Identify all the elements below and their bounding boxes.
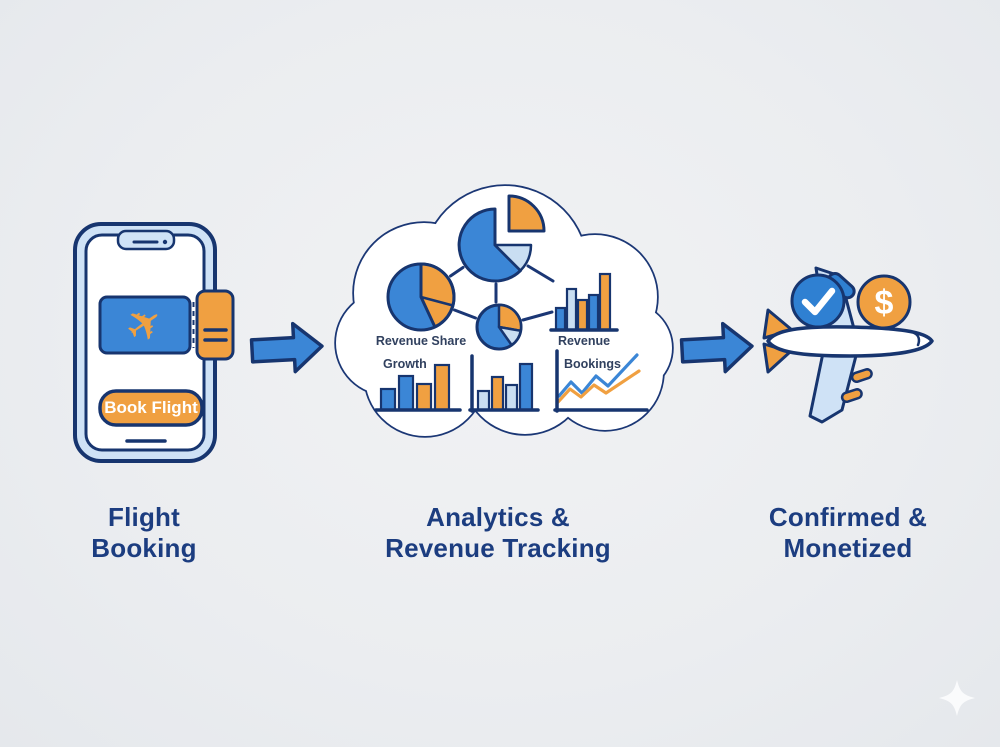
sparkle-watermark-icon	[939, 680, 975, 716]
pie-network-connectors	[449, 264, 555, 322]
bookings-label: Bookings	[564, 357, 621, 371]
bookings-line-blue	[557, 353, 639, 398]
pie-slice-orange-exploded	[507, 194, 546, 233]
book-flight-button: Book Flight	[98, 389, 204, 427]
mini-bar	[576, 298, 589, 332]
analytics-cloud: Revenue Share Revenue Growth Bookings	[334, 184, 674, 438]
revenue-label: Revenue	[558, 334, 610, 348]
step-label-analytics: Analytics & Revenue Tracking	[348, 502, 648, 564]
step-label-line: Analytics &	[426, 502, 570, 532]
mini-bar	[379, 387, 397, 412]
phone-camera-dot	[162, 239, 168, 245]
checkmark-icon	[801, 287, 836, 316]
step-label-line: Confirmed &	[768, 502, 928, 532]
mini-bar	[504, 383, 519, 412]
arrow-right-icon	[249, 321, 324, 374]
pie-chart-revenue-share	[386, 262, 456, 332]
mini-bar	[554, 306, 567, 332]
revenue-bar-chart	[554, 272, 612, 332]
pie-chart-center	[475, 303, 523, 351]
mini-bar	[415, 382, 433, 412]
book-flight-button-label: Book Flight	[104, 398, 198, 417]
dollar-badge: $	[856, 274, 912, 330]
phone-notch	[116, 229, 176, 251]
check-badge-circle	[790, 273, 846, 329]
flight-ticket: ✈	[98, 289, 235, 361]
plane-cockpit	[912, 331, 921, 347]
mini-bar	[490, 375, 505, 412]
mini-bar	[476, 389, 491, 412]
mini-bar	[518, 362, 534, 412]
ticket-stub	[195, 289, 235, 361]
pie-divider	[420, 295, 454, 307]
pie-slice-pale	[493, 243, 533, 272]
pie-slice-orange	[497, 303, 523, 333]
step-label-line: Flight	[108, 502, 180, 532]
pie-chart-top	[457, 194, 546, 283]
step-label-confirmed: Confirmed & Monetized	[718, 502, 978, 564]
mini-bar	[587, 293, 600, 332]
plane-engine	[850, 368, 873, 383]
step-label-flight-booking: Flight Booking	[24, 502, 264, 564]
arrow-right-icon	[679, 321, 754, 374]
plane-fuselage	[766, 325, 934, 358]
dollar-icon: $	[875, 284, 894, 322]
pie-slice-pale	[497, 325, 522, 347]
mini-bar	[565, 287, 578, 332]
pie-slice-blue	[457, 207, 522, 283]
mini-bar	[397, 374, 415, 412]
book-flight-button-shape	[98, 389, 204, 427]
plane-engine	[840, 388, 863, 403]
bookings-line-orange	[556, 369, 641, 404]
mini-bar	[433, 363, 451, 412]
bookings-line-chart	[556, 353, 641, 404]
plane-illustration: $	[762, 266, 934, 424]
step-label-line: Revenue Tracking	[385, 533, 611, 563]
ticket-body	[98, 295, 192, 355]
step-label-line: Monetized	[783, 533, 913, 563]
step-label-line: Booking	[91, 533, 197, 563]
mini-bar	[598, 272, 612, 332]
plane-lower-wing	[808, 346, 860, 424]
phone-illustration: ✈ Book Flight	[73, 222, 235, 463]
revenue-share-label: Revenue Share	[376, 334, 466, 348]
check-badge	[790, 271, 856, 329]
growth-label: Growth	[383, 357, 427, 371]
dollar-badge-circle	[856, 274, 912, 330]
pie-slice-orange	[419, 262, 456, 329]
